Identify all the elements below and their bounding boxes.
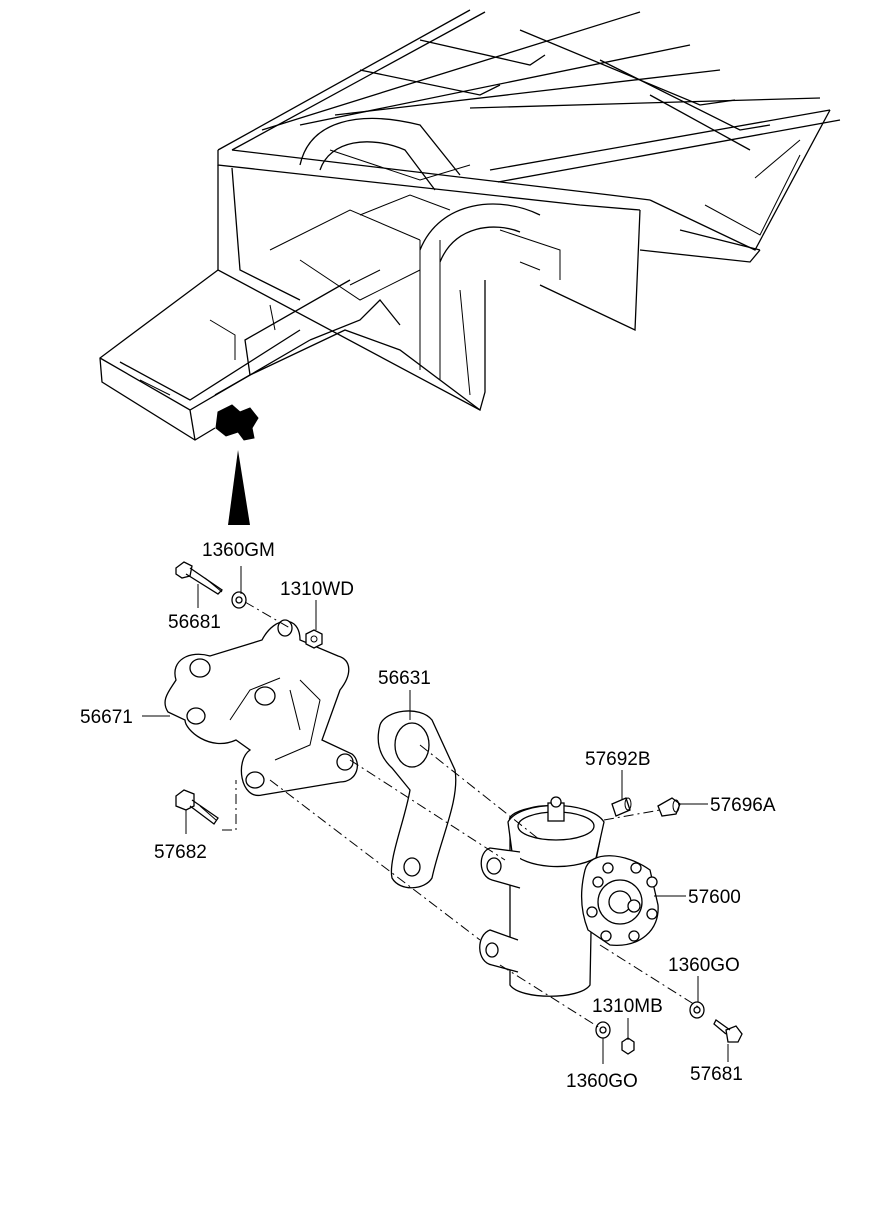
bolt-56681 <box>175 561 224 595</box>
label-57696a: 57696A <box>710 795 776 816</box>
washer-1360go-right <box>689 1001 705 1019</box>
label-1310wd: 1310WD <box>280 579 354 600</box>
leader-lines <box>142 566 729 1064</box>
nut-1310mb <box>621 1037 635 1055</box>
fitting-57692b <box>611 797 632 817</box>
label-1360gm: 1360GM <box>202 540 275 561</box>
label-57692b: 57692B <box>585 749 651 770</box>
vehicle-frame-illustration <box>99 9 841 525</box>
bolt-57681 <box>713 1019 743 1043</box>
label-57600: 57600 <box>688 887 741 908</box>
label-56671: 56671 <box>80 707 133 728</box>
label-56631: 56631 <box>378 668 431 689</box>
pitman-arm-56631 <box>377 710 457 889</box>
label-1360go-bottom: 1360GO <box>566 1071 638 1092</box>
label-57682: 57682 <box>154 842 207 863</box>
label-1360go-right: 1360GO <box>668 955 740 976</box>
washer-1360gm <box>231 591 247 609</box>
label-56681: 56681 <box>168 612 221 633</box>
fitting-57696a <box>657 797 681 817</box>
nut-1310wd <box>305 629 323 649</box>
label-57681: 57681 <box>690 1064 743 1085</box>
washer-1360go-bottom <box>595 1021 611 1039</box>
bracket-assembly-56671 <box>164 619 358 796</box>
label-1310mb: 1310MB <box>592 996 663 1017</box>
bolt-57682 <box>175 789 219 825</box>
assembly-guide-lines <box>222 601 701 1029</box>
gear-mount-location-marker <box>215 404 259 441</box>
steering-gear-box-57600 <box>479 796 659 997</box>
location-pointer-arrow <box>228 450 250 525</box>
